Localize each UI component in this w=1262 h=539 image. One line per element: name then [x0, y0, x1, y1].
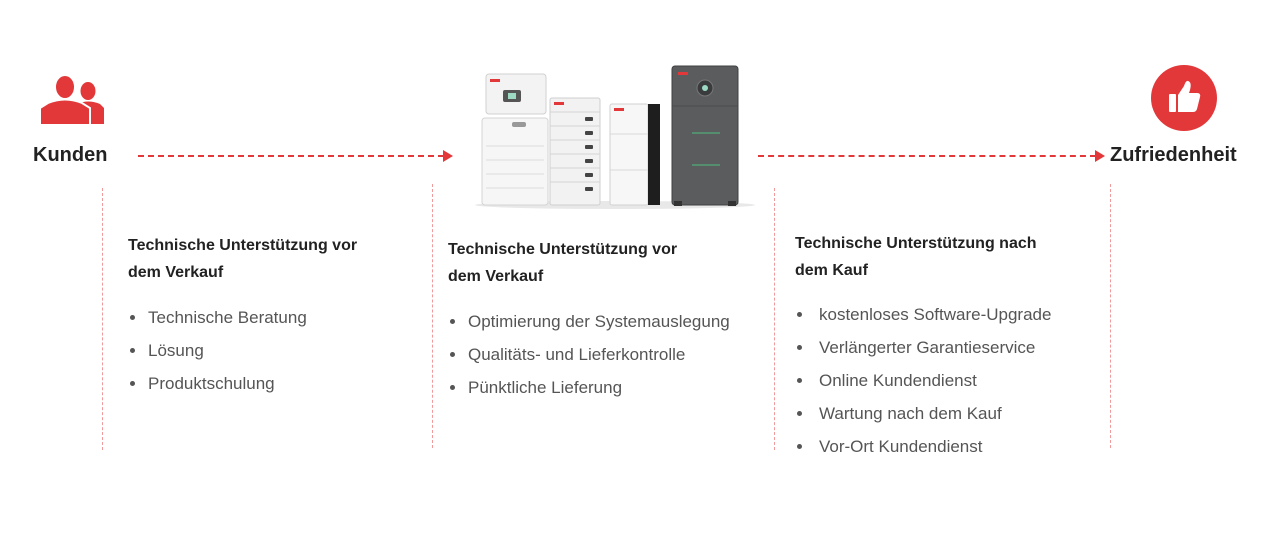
arrow-head-icon	[1095, 150, 1105, 162]
flow-start-label: Kunden	[33, 144, 108, 166]
list-item: Online Kundendienst	[795, 364, 1095, 397]
battery-storage-products-image	[475, 65, 755, 209]
list-item: Technische Beratung	[128, 301, 418, 334]
column-title: Technische Unterstützung vor dem Verkauf	[448, 241, 678, 285]
customers-icon	[39, 74, 104, 126]
list-item: Vor-Ort Kundendienst	[795, 430, 1095, 463]
after-sales-column: Technische Unterstützung nach dem Kauf k…	[795, 230, 1095, 463]
flow-end-label: Zufriedenheit	[1110, 144, 1237, 166]
list-item: Lösung	[128, 334, 418, 367]
column-title: Technische Unterstützung vor dem Verkauf	[128, 237, 358, 281]
flow-arrow-line	[758, 155, 1096, 157]
column-list: Optimierung der Systemauslegung Qualität…	[448, 305, 758, 404]
column-list: Technische Beratung Lösung Produktschulu…	[128, 301, 418, 400]
column-separator	[1110, 184, 1111, 448]
column-title: Technische Unterstützung nach dem Kauf	[795, 235, 1037, 279]
list-item: Verlängerter Garantieservice	[795, 331, 1095, 364]
column-separator	[102, 188, 103, 450]
list-item: Pünktliche Lieferung	[448, 371, 758, 404]
flow-arrow-line	[138, 155, 444, 157]
column-list: kostenloses Software-Upgrade Verlängerte…	[795, 298, 1095, 463]
sales-column: Technische Unterstützung vor dem Verkauf…	[448, 236, 758, 404]
list-item: Wartung nach dem Kauf	[795, 397, 1095, 430]
arrow-head-icon	[443, 150, 453, 162]
thumbs-up-icon	[1151, 65, 1217, 131]
column-separator	[432, 184, 433, 448]
list-item: kostenloses Software-Upgrade	[795, 298, 1095, 331]
list-item: Produktschulung	[128, 367, 418, 400]
list-item: Optimierung der Systemauslegung	[448, 305, 758, 338]
column-separator	[774, 188, 775, 450]
list-item: Qualitäts- und Lieferkontrolle	[448, 338, 758, 371]
pre-sales-column: Technische Unterstützung vor dem Verkauf…	[128, 232, 418, 400]
